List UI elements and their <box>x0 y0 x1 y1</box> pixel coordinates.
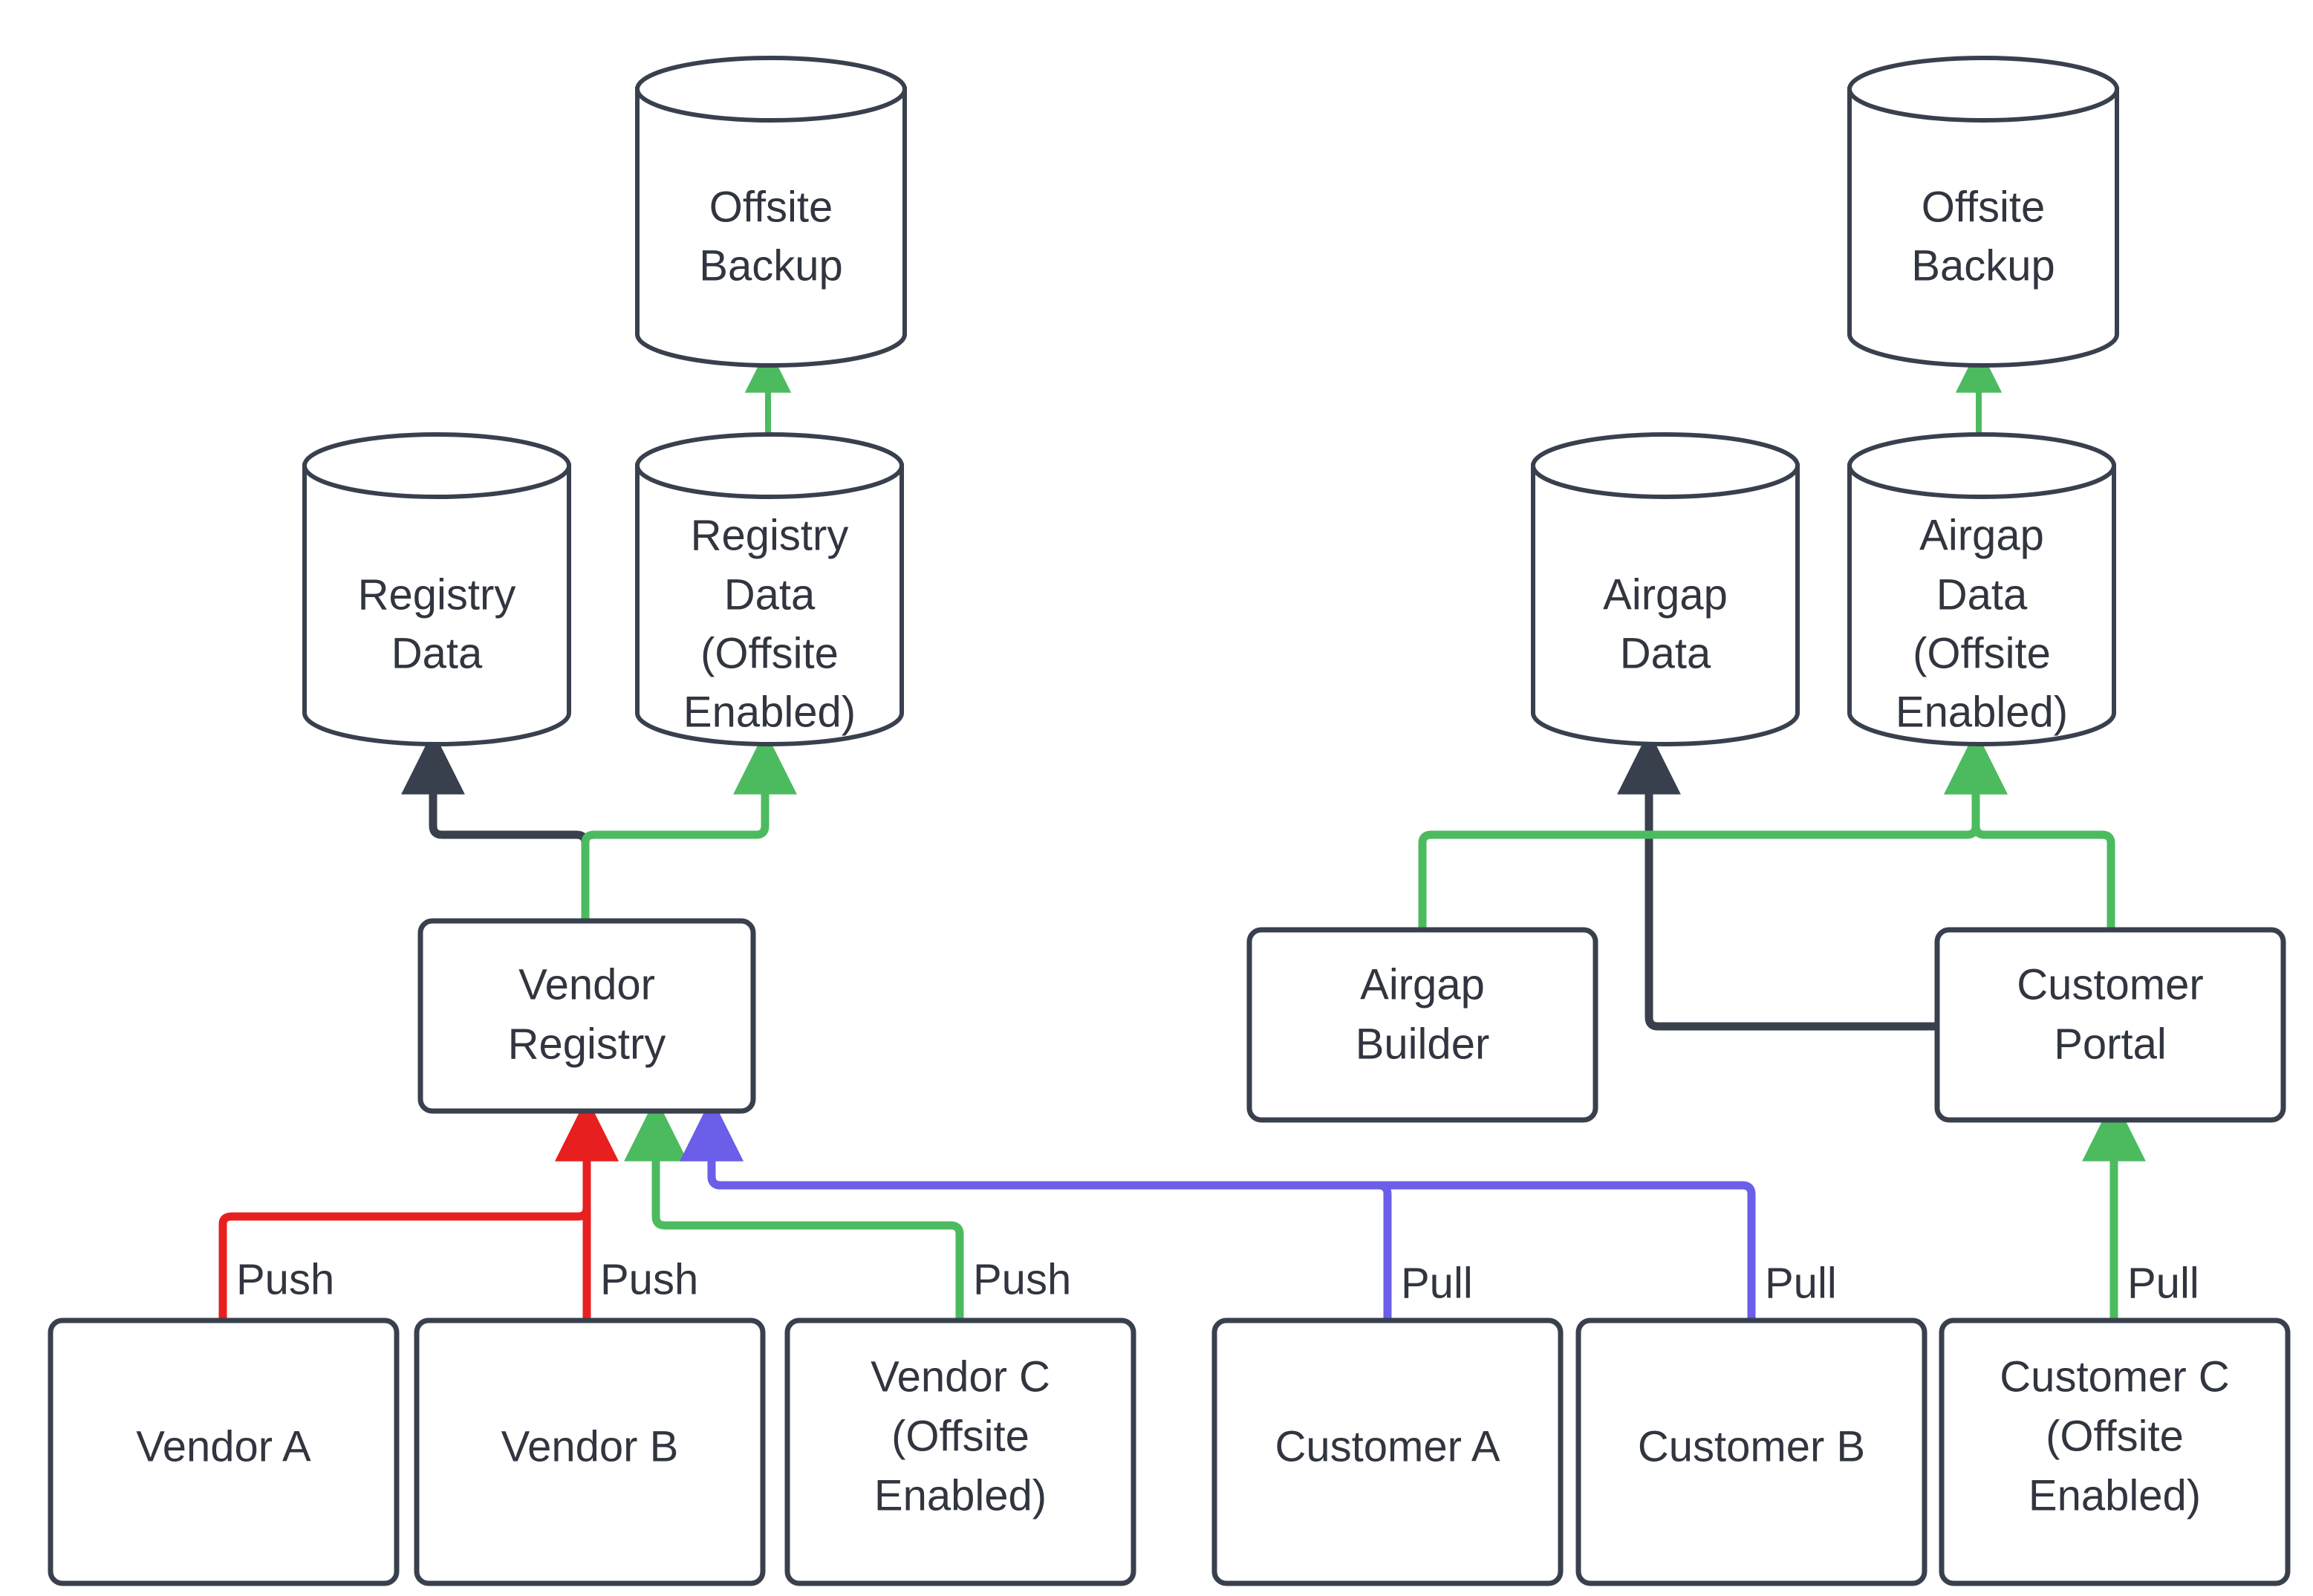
node-label: Builder <box>1356 1020 1490 1068</box>
edge-vendor-c-push <box>624 1097 964 1318</box>
node-customer-c[interactable]: Customer C (Offsite Enabled) <box>1939 1317 2291 1586</box>
datastore-label: (Offsite <box>700 629 839 677</box>
edge-label-push-vendor-c: Push <box>973 1255 1071 1303</box>
node-label: Enabled) <box>874 1471 1047 1520</box>
node-label: (Offsite <box>891 1412 1029 1460</box>
datastore-airgap-data[interactable]: Airgap Data <box>1531 432 1800 746</box>
datastore-label: (Offsite <box>1913 629 2051 677</box>
node-label: Customer <box>2017 960 2203 1009</box>
datastore-label: Offsite <box>709 183 833 231</box>
node-label: Enabled) <box>2029 1471 2201 1520</box>
datastore-registry-data[interactable]: Registry Data <box>302 432 571 746</box>
node-label: Vendor C <box>871 1352 1050 1401</box>
datastore-label: Backup <box>699 241 842 290</box>
edge-airgap-builder-to-airgap-data-offsite <box>1418 730 2008 932</box>
node-label: Vendor B <box>501 1422 679 1470</box>
datastore-label: Registry <box>358 570 516 619</box>
edge-vendor-registry-to-registry-data-offsite <box>581 730 797 919</box>
datastore-registry-data-offsite[interactable]: Registry Data (Offsite Enabled) <box>635 432 904 746</box>
edge-label-pull-customer-b: Pull <box>1765 1259 1837 1307</box>
edge-label-pull-customer-a: Pull <box>1401 1259 1473 1307</box>
edge-label-push-vendor-a: Push <box>236 1255 334 1303</box>
datastore-label: Airgap <box>1603 570 1728 619</box>
node-label: Customer B <box>1638 1422 1865 1470</box>
datastore-label: Backup <box>1911 241 2055 290</box>
node-label: Vendor A <box>136 1422 311 1470</box>
node-airgap-builder[interactable]: Airgap Builder <box>1246 927 1598 1123</box>
edges-layer <box>218 346 2146 1318</box>
node-vendor-c[interactable]: Vendor C (Offsite Enabled) <box>784 1317 1136 1586</box>
edge-labels-layer: Push Push Push Pull Pull Pull <box>236 1255 2199 1307</box>
datastore-label: Data <box>1936 570 2028 619</box>
edge-customer-portal-to-airgap-data <box>1617 730 1936 1031</box>
node-customer-portal[interactable]: Customer Portal <box>1934 927 2286 1123</box>
node-vendor-registry[interactable]: Vendor Registry <box>417 918 756 1114</box>
node-label: Vendor <box>518 960 655 1009</box>
datastore-label: Data <box>724 570 816 619</box>
datastore-label: Airgap <box>1919 511 2044 559</box>
node-label: Portal <box>2054 1020 2167 1068</box>
edge-customer-portal-to-airgap-data-offsite <box>1944 730 2115 932</box>
datastore-label: Enabled) <box>683 688 856 736</box>
node-label: Customer A <box>1275 1422 1500 1470</box>
edge-vendor-registry-to-registry-data <box>401 730 590 919</box>
node-vendor-b[interactable]: Vendor B <box>414 1317 766 1586</box>
node-customer-b[interactable]: Customer B <box>1575 1317 1928 1586</box>
datastore-offsite-backup-right[interactable]: Offsite Backup <box>1847 56 2119 368</box>
datastore-label: Data <box>1620 629 1711 677</box>
edge-customer-b-pull <box>680 1097 1756 1318</box>
datastore-offsite-backup-left[interactable]: Offsite Backup <box>635 56 907 368</box>
node-vendor-a[interactable]: Vendor A <box>48 1317 400 1586</box>
node-label: Customer C <box>2000 1352 2229 1401</box>
edge-label-push-vendor-b: Push <box>600 1255 698 1303</box>
edge-label-pull-customer-c: Pull <box>2127 1259 2199 1307</box>
datastore-label: Registry <box>691 511 849 559</box>
datastore-label: Data <box>391 629 483 677</box>
node-label: Airgap <box>1360 960 1485 1009</box>
node-customer-a[interactable]: Customer A <box>1211 1317 1564 1586</box>
datastore-label: Enabled) <box>1896 688 2068 736</box>
datastore-airgap-data-offsite[interactable]: Airgap Data (Offsite Enabled) <box>1847 432 2116 746</box>
node-label: Registry <box>508 1020 666 1068</box>
node-label: (Offsite <box>2046 1412 2184 1460</box>
datastore-label: Offsite <box>1922 183 2046 231</box>
